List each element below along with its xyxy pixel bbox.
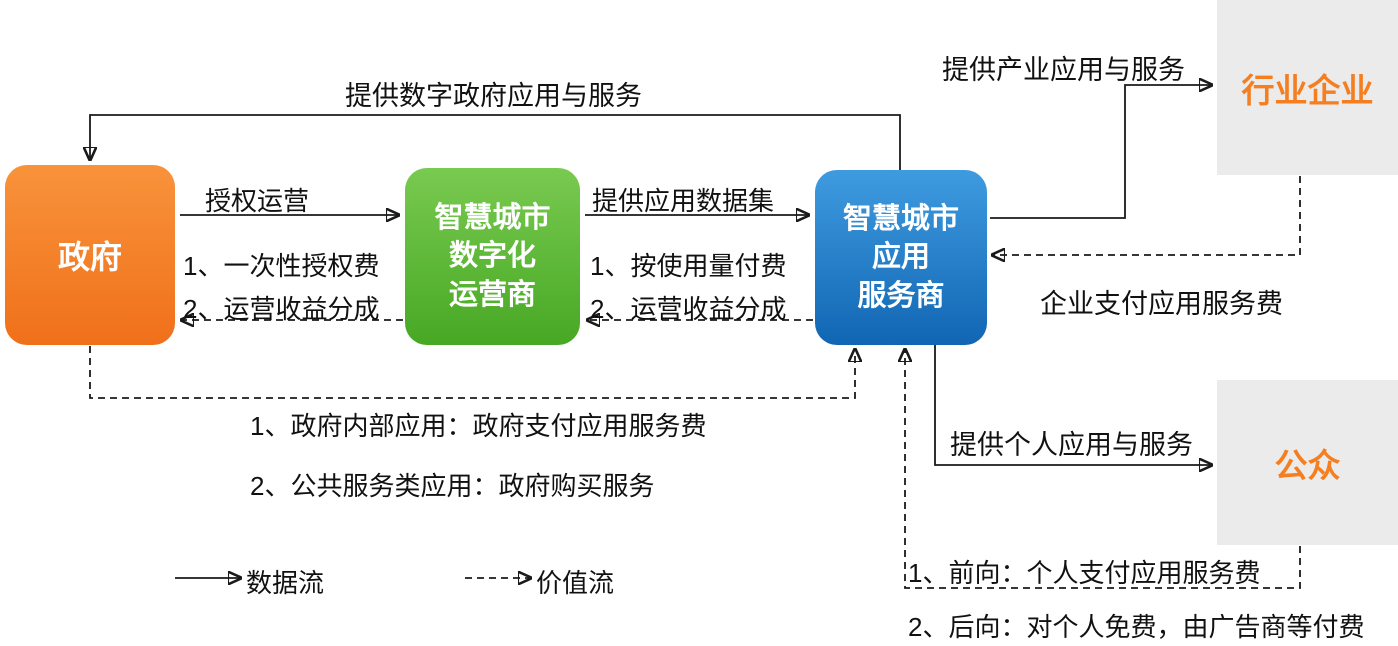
- label-operator-fee-1: 1、一次性授权费: [183, 251, 380, 281]
- legend-data-flow-label: 数据流: [246, 568, 325, 598]
- label-provider-fee-2: 2、运营收益分成: [590, 294, 787, 324]
- label-operator-fee-2: 2、运营收益分成: [183, 294, 380, 324]
- label-gov-pay-2: 2、公共服务类应用：政府购买服务: [250, 471, 655, 501]
- label-industry-pay: 企业支付应用服务费: [1040, 289, 1283, 319]
- node-government: 政府: [5, 165, 175, 345]
- label-public-pay-1: 1、前向：个人支付应用服务费: [908, 558, 1261, 588]
- label-provider-fee-1: 1、按使用量付费: [590, 251, 787, 281]
- label-digital-gov-service: 提供数字政府应用与服务: [345, 81, 642, 111]
- arrow-industry-pay-provider: [993, 176, 1301, 255]
- node-operator-line2: 数字化: [448, 240, 536, 273]
- label-industry-service: 提供产业应用与服务: [942, 55, 1185, 85]
- panel-industry-enterprise: 行业企业: [1217, 0, 1398, 175]
- label-gov-pay-1: 1、政府内部应用：政府支付应用服务费: [250, 411, 707, 441]
- label-authorize-operation: 授权运营: [205, 186, 310, 216]
- arrow-personal-service: [934, 345, 1211, 465]
- node-government-label: 政府: [57, 239, 122, 275]
- label-application-dataset: 提供应用数据集: [592, 186, 775, 216]
- legend-value-flow-label: 价值流: [536, 568, 615, 598]
- panel-industry-label: 行业企业: [1241, 71, 1374, 109]
- arrow-industry-service: [990, 85, 1211, 219]
- arrow-public-pay-provider: [905, 350, 1301, 589]
- label-personal-service: 提供个人应用与服务: [950, 430, 1193, 460]
- arrow-digital-gov-service: [90, 114, 901, 170]
- panel-public-label: 公众: [1274, 446, 1341, 484]
- node-operator-line1: 智慧城市: [434, 202, 551, 235]
- node-provider-line2: 应用: [871, 241, 930, 274]
- node-provider-line3: 服务商: [857, 279, 945, 312]
- arrow-government-pay-provider: [89, 346, 855, 399]
- node-operator-line3: 运营商: [448, 278, 536, 311]
- panel-public: 公众: [1217, 380, 1398, 545]
- label-public-pay-2: 2、后向：对个人免费，由广告商等付费: [908, 612, 1365, 642]
- node-smart-city-app-provider: 智慧城市 应用 服务商: [815, 170, 987, 345]
- node-provider-line1: 智慧城市: [842, 203, 959, 236]
- node-smart-city-operator: 智慧城市 数字化 运营商: [405, 168, 580, 345]
